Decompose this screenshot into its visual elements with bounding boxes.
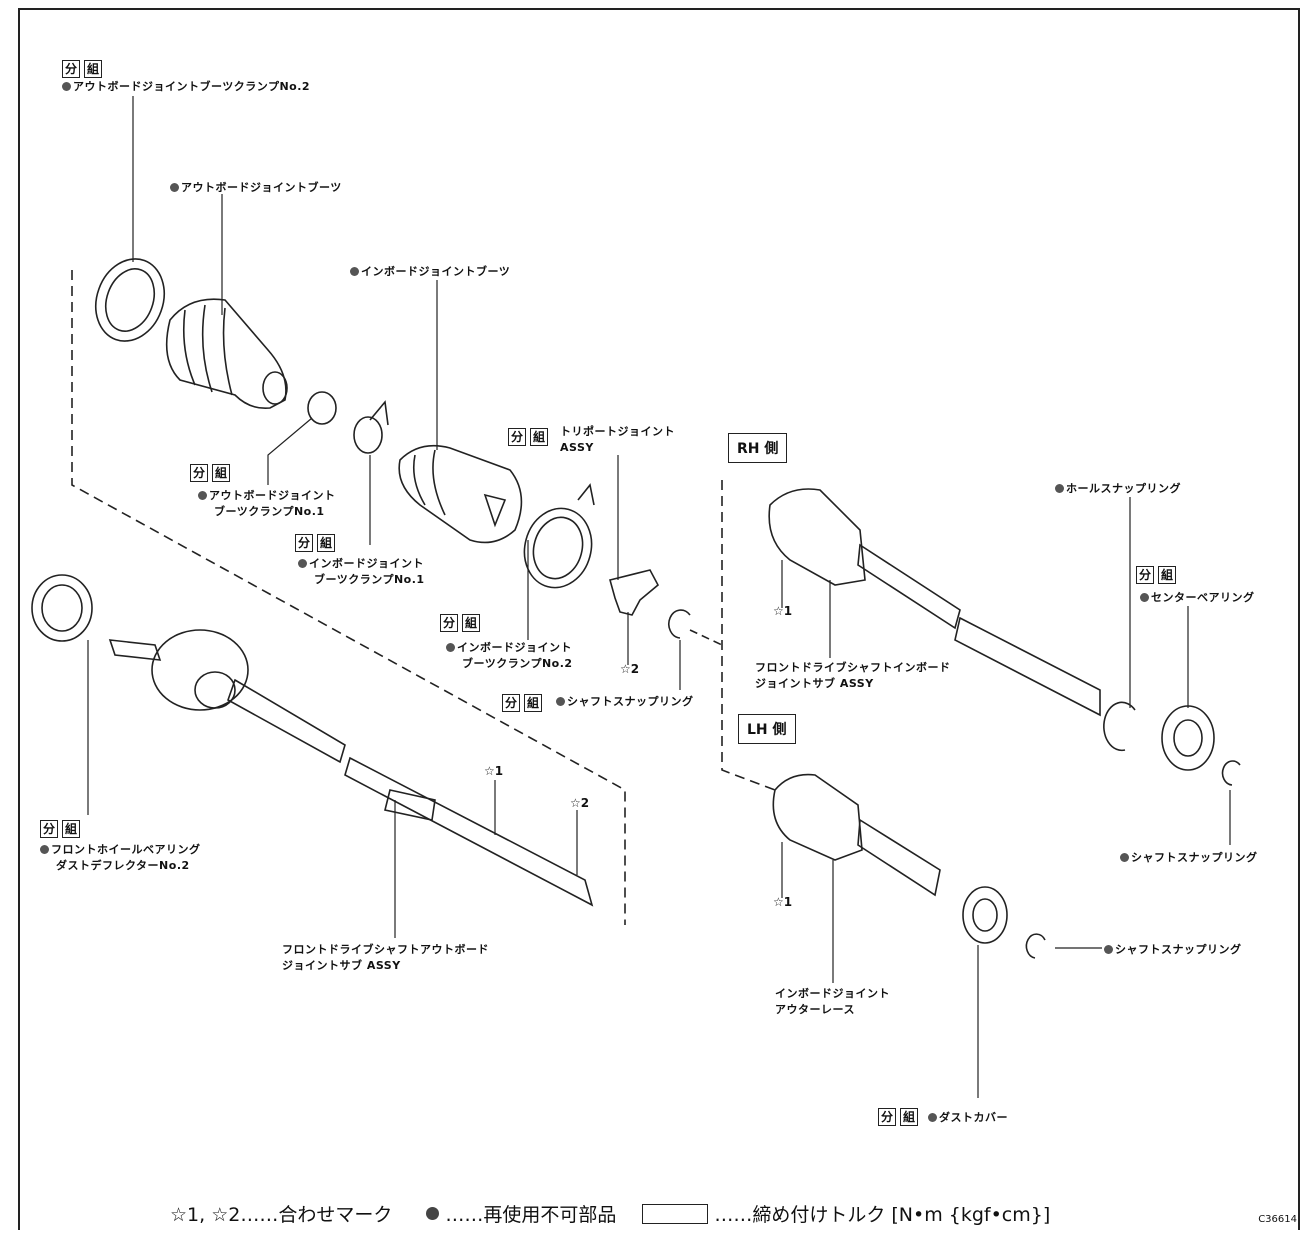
tag-bun: 分: [62, 60, 81, 78]
label-hole-snap: ホールスナップリング: [1055, 481, 1181, 497]
outboard-shaft: [227, 678, 346, 764]
non-reuse-dot-icon: [1104, 945, 1113, 954]
figure-code: C36614: [1258, 1214, 1297, 1225]
non-reuse-dot-icon: [198, 491, 207, 500]
tag-center-snap: 分組: [502, 694, 543, 712]
star1-outboard: ☆1: [484, 764, 504, 778]
label-wheel-bearing: フロントホイールベアリングダストデフレクターNo.2: [40, 842, 201, 874]
label-outboard-clamp1: アウトボードジョイントブーツクランプNo.1: [198, 488, 336, 520]
tag-outboard-clamp1: 分組: [190, 464, 231, 482]
lh-side-box: LH 側: [738, 714, 796, 744]
non-reuse-dot-icon: [298, 559, 307, 568]
non-reuse-dot-icon: [1055, 484, 1064, 493]
non-reuse-dot-icon: [40, 845, 49, 854]
page-frame: [18, 8, 1300, 1230]
center-snap-ring: [668, 609, 691, 639]
label-rh-snap: シャフトスナップリング: [1120, 850, 1258, 866]
legend-dot-icon: [426, 1207, 440, 1220]
center-bearing-shape: [1161, 705, 1215, 771]
non-reuse-dot-icon: [62, 82, 71, 91]
star1-rh: ☆1: [773, 604, 793, 618]
tag-dust-cover: 分組: [878, 1108, 919, 1126]
rh-dash: [721, 480, 776, 791]
legend-torque-box-icon: [642, 1203, 709, 1224]
non-reuse-dot-icon: [446, 643, 455, 652]
rh-inboard-joint: [768, 488, 866, 586]
star1-lh: ☆1: [773, 895, 793, 909]
tag-tripod: 分組: [508, 428, 549, 446]
tripod-shape: [609, 569, 660, 616]
non-reuse-dot-icon: [556, 697, 565, 706]
star2-outboard: ☆2: [570, 796, 590, 810]
rh-snap-ring: [1221, 760, 1241, 786]
legend-nonreuse: ……再使用不可部品: [445, 1204, 617, 1226]
non-reuse-dot-icon: [1120, 853, 1129, 862]
legend-marks: ☆1, ☆2……合わせマーク: [170, 1204, 393, 1226]
non-reuse-dot-icon: [350, 267, 359, 276]
hole-snap-ring: [1103, 701, 1136, 752]
dust-deflector: [31, 574, 93, 642]
inboard-clamp2-ring: [523, 507, 593, 589]
tag-inboard-clamp1: 分組: [295, 534, 336, 552]
label-outer-race: インボードジョイントアウターレース: [775, 987, 890, 1016]
tag-center-bearing: 分組: [1136, 566, 1177, 584]
rh-side-box: RH 側: [728, 433, 788, 463]
label-dust-cover: ダストカバー: [928, 1110, 1008, 1126]
non-reuse-dot-icon: [928, 1113, 937, 1122]
label-inboard-clamp1: インボードジョイントブーツクランプNo.1: [298, 556, 425, 588]
label-inboard-boot: インボードジョイントブーツ: [350, 264, 510, 280]
label-lh-snap: シャフトスナップリング: [1104, 942, 1242, 958]
star2-tripod: ☆2: [620, 662, 640, 676]
label-outboard-boot: アウトボードジョイントブーツ: [170, 180, 342, 196]
inboard-boot-shape: [398, 444, 523, 544]
inboard-clamp1-ring: [353, 416, 383, 454]
non-reuse-dot-icon: [170, 183, 179, 192]
label-center-bearing: センターベアリング: [1140, 590, 1255, 606]
snap-dash: [689, 629, 723, 646]
lh-snap-ring: [1025, 933, 1046, 959]
tag-wheel-bearing: 分組: [40, 820, 81, 838]
outboard-group-dash: [71, 270, 626, 925]
legend-torque: ……締め付けトルク [N•m {kgf•cm}]: [714, 1204, 1051, 1226]
lh-dust-cover-shape: [962, 886, 1008, 944]
tag-kumi: 組: [84, 60, 103, 78]
label-outboard-clamp2: アウトボードジョイントブーツクランプNo.2: [62, 79, 310, 95]
lh-outer-race: [772, 773, 863, 861]
tag-inboard-clamp2: 分組: [440, 614, 481, 632]
outboard-clamp1-ring: [307, 391, 337, 425]
label-center-snap: シャフトスナップリング: [556, 694, 694, 710]
legend: ☆1, ☆2……合わせマーク ……再使用不可部品 ……締め付けトルク [N•m …: [170, 1200, 1050, 1227]
tag-outboard-clamp2: 分組: [62, 60, 103, 78]
outboard-clamp2-ring: [95, 258, 165, 342]
label-outboard-sub: フロントドライブシャフトアウトボードジョイントサブ ASSY: [282, 943, 489, 972]
label-inboard-clamp2: インボードジョイントブーツクランプNo.2: [446, 640, 573, 672]
non-reuse-dot-icon: [1140, 593, 1149, 602]
label-rh-inboard: フロントドライブシャフトインボードジョイントサブ ASSY: [755, 661, 951, 690]
